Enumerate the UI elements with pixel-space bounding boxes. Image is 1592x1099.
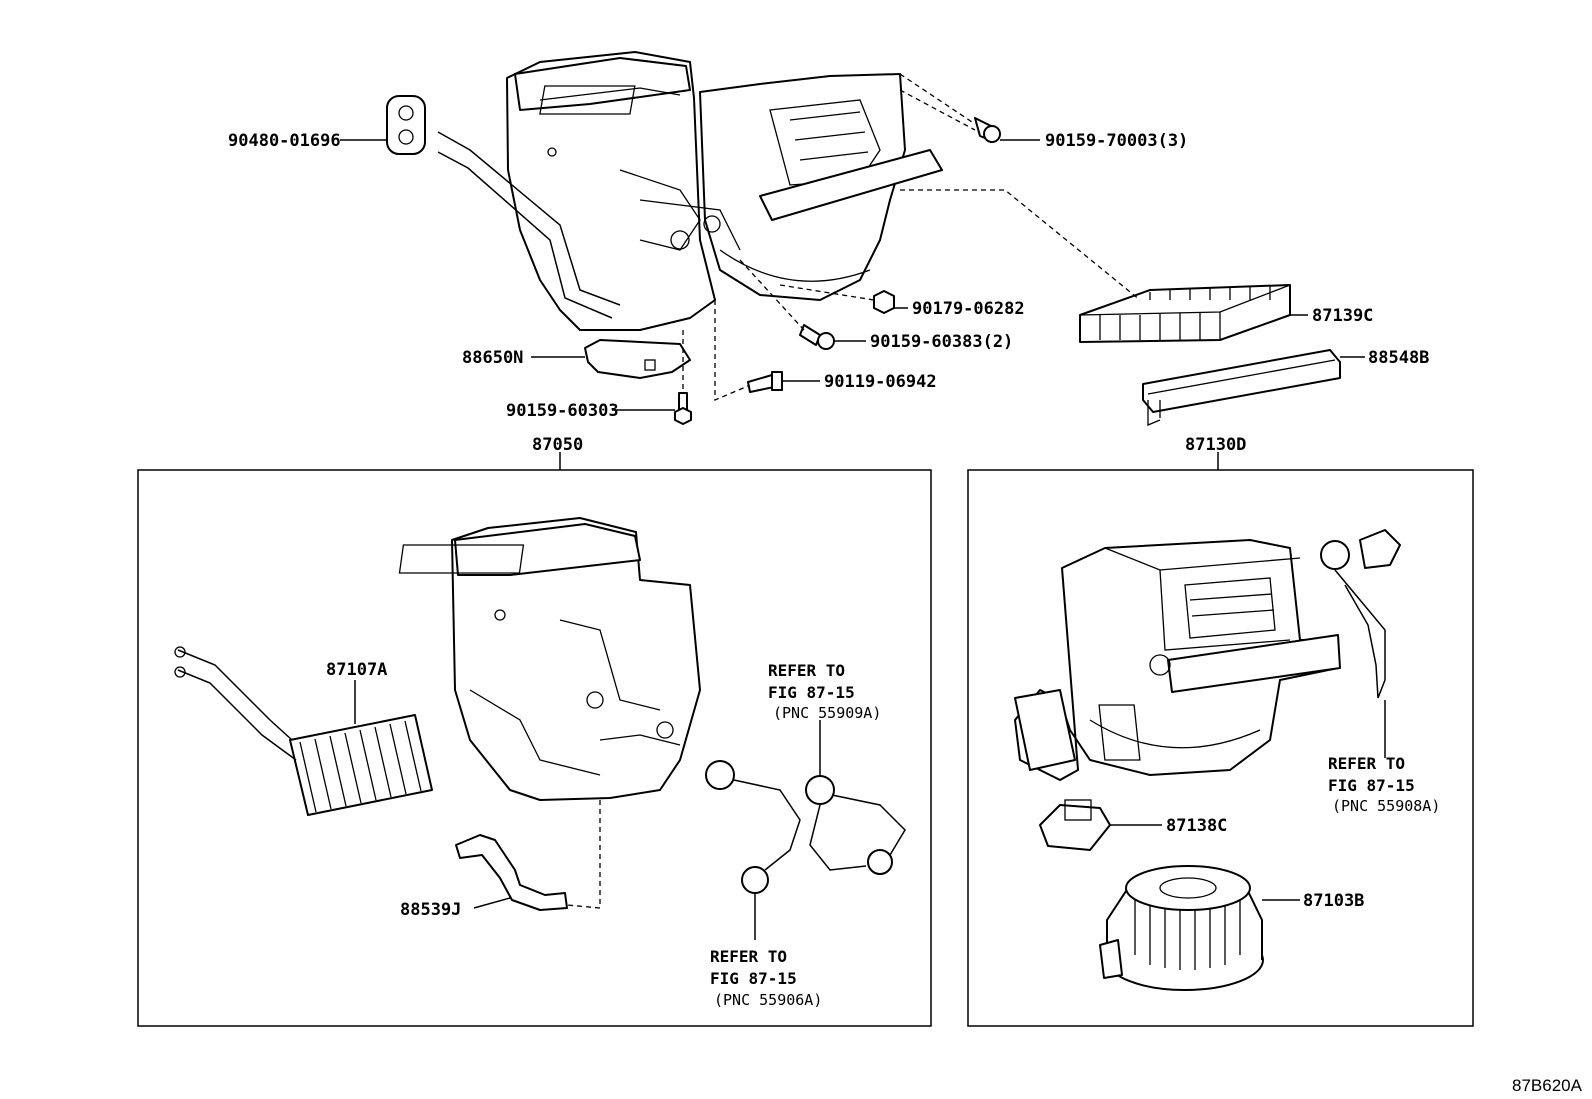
ref-line3: (PNC 55906A) bbox=[714, 991, 822, 1009]
label-90179-06282: 90179-06282 bbox=[912, 299, 1025, 319]
wire-harness-left bbox=[705, 760, 801, 894]
screw-90119-06942 bbox=[747, 371, 783, 393]
drain-hose-88539j bbox=[455, 800, 601, 911]
label-90159-60383: 90159-60383(2) bbox=[870, 332, 1013, 352]
heater-core-87107a bbox=[174, 646, 433, 816]
leader-lines-box1 bbox=[354, 680, 821, 940]
label-90119-06942: 90119-06942 bbox=[824, 372, 937, 392]
ref-line3: (PNC 55908A) bbox=[1332, 797, 1440, 815]
label-87138c: 87138C bbox=[1166, 816, 1227, 836]
nut-90179-06282 bbox=[873, 290, 895, 314]
reference-note-55908a: REFER TO FIG 87-15 (PNC 55908A) bbox=[1328, 754, 1440, 815]
ref-line2: FIG 87-15 bbox=[1328, 776, 1415, 795]
hvac-assembly-drawing bbox=[437, 51, 943, 331]
reference-note-55906a: REFER TO FIG 87-15 (PNC 55906A) bbox=[710, 947, 822, 1009]
cover-88548b bbox=[1142, 349, 1341, 426]
assembly-box-87050 bbox=[137, 469, 932, 1027]
servo-harness bbox=[1320, 529, 1401, 699]
ref-line2: FIG 87-15 bbox=[768, 683, 855, 702]
label-87050: 87050 bbox=[532, 435, 583, 455]
leader-lines-box2 bbox=[1110, 700, 1386, 901]
label-88539j: 88539J bbox=[400, 900, 461, 920]
blower-motor-87103b bbox=[1099, 865, 1264, 991]
blower-resistor-87138c bbox=[1039, 799, 1111, 851]
screw-90159-70003 bbox=[974, 117, 1001, 143]
screw-90159-60383 bbox=[799, 324, 835, 350]
ref-line1: REFER TO bbox=[1328, 754, 1405, 773]
grommet-part bbox=[386, 95, 426, 155]
connector-88650n bbox=[584, 339, 691, 379]
label-88650n: 88650N bbox=[462, 348, 523, 368]
wire-harness-right bbox=[805, 775, 906, 875]
label-87139c: 87139C bbox=[1312, 306, 1373, 326]
ref-line1: REFER TO bbox=[710, 947, 787, 966]
label-90159-60303: 90159-60303 bbox=[506, 401, 619, 421]
ref-line2: FIG 87-15 bbox=[710, 969, 797, 988]
screw-90159-60303 bbox=[674, 392, 692, 425]
ref-line1: REFER TO bbox=[768, 661, 845, 680]
label-87107a: 87107A bbox=[326, 660, 387, 680]
label-90159-70003: 90159-70003(3) bbox=[1045, 131, 1188, 151]
label-90480-01696: 90480-01696 bbox=[228, 131, 341, 151]
leader-lines-top bbox=[340, 139, 1365, 470]
label-87130d: 87130D bbox=[1185, 435, 1246, 455]
ref-line3: (PNC 55909A) bbox=[773, 704, 881, 722]
label-88548b: 88548B bbox=[1368, 348, 1429, 368]
assembly-guide-lines bbox=[682, 73, 1141, 401]
label-87103b: 87103B bbox=[1303, 891, 1364, 911]
blower-case-drawing bbox=[1014, 539, 1341, 781]
assembly-box-87130d bbox=[967, 469, 1474, 1027]
figure-code: 87B620A bbox=[1512, 1076, 1583, 1095]
heater-case-drawing bbox=[398, 517, 701, 801]
filter-87139c bbox=[1079, 284, 1291, 343]
reference-note-55909a: REFER TO FIG 87-15 (PNC 55909A) bbox=[768, 661, 881, 722]
